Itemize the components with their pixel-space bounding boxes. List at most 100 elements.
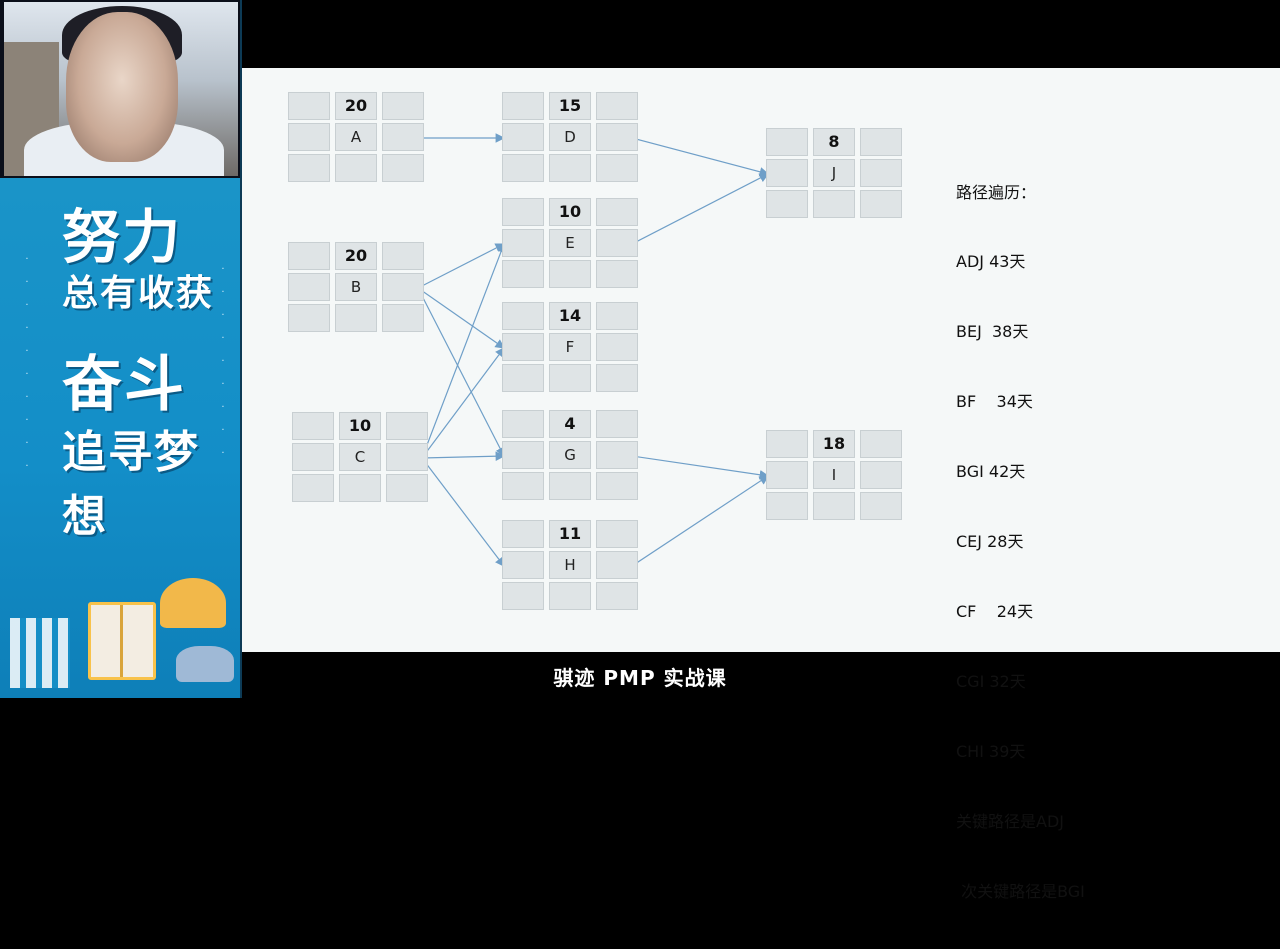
node-cell [549, 472, 591, 500]
dependency-arrows [417, 133, 770, 567]
node-cell [549, 441, 591, 469]
node-cell [386, 443, 428, 471]
node-cell [860, 190, 902, 218]
node-duration: 20 [344, 96, 368, 115]
node-cell [596, 410, 638, 438]
decorative-vertical-text-left: ·········· [25, 254, 29, 472]
node-cell [549, 551, 591, 579]
node-cell [596, 123, 638, 151]
node-cell [288, 123, 330, 151]
node-cell [292, 474, 334, 502]
node-cell [766, 128, 808, 156]
node-cell [335, 273, 377, 301]
slogan-harvest: 总有收获 [62, 272, 215, 314]
node-cell [766, 190, 808, 218]
node-cell [549, 410, 591, 438]
node-cell [549, 364, 591, 392]
decorative-blocks [10, 618, 70, 688]
path-line: CHI 39天 [956, 741, 1026, 761]
node-cell [549, 229, 591, 257]
node-cell [502, 92, 544, 120]
node-label: F [565, 338, 575, 356]
node-cell [596, 364, 638, 392]
path-line: CF 24天 [956, 601, 1034, 621]
path-line: BGI 42天 [956, 462, 1026, 482]
node-label: G [564, 446, 576, 464]
node-cell [502, 441, 544, 469]
slogan-strive: 奋斗 [62, 350, 186, 420]
node-duration: 4 [564, 414, 576, 433]
panel-divider [240, 0, 242, 698]
node-cell [549, 92, 591, 120]
node-cell [549, 260, 591, 288]
node-label: I [831, 466, 837, 484]
node-cell [813, 159, 855, 187]
node-cell [502, 123, 544, 151]
node-cell [813, 190, 855, 218]
node-cell [335, 304, 377, 332]
path-line: CEJ 28天 [956, 532, 1024, 552]
node-cell [502, 364, 544, 392]
path-line: ADJ 43天 [956, 252, 1026, 272]
webcam-video [4, 2, 238, 176]
node-cell [502, 198, 544, 226]
node-cell [596, 92, 638, 120]
node-duration: 11 [558, 524, 582, 543]
path-analysis: 路径遍历： ADJ 43天 BEJ 38天 BF 34天 BGI 42天 CEJ… [956, 134, 1176, 949]
node-cell [502, 472, 544, 500]
decorative-vertical-text-right: ········· [221, 264, 225, 459]
node-cell [502, 551, 544, 579]
node-cell [335, 242, 377, 270]
node-cell [596, 472, 638, 500]
book-illustration [88, 602, 156, 680]
node-cell [502, 333, 544, 361]
node-cell [596, 260, 638, 288]
node-cell [549, 302, 591, 330]
node-label: A [350, 128, 362, 146]
node-cell [549, 582, 591, 610]
node-cell [766, 492, 808, 520]
node-cell [382, 242, 424, 270]
node-cell [860, 128, 902, 156]
node-cell [766, 461, 808, 489]
arrow-c-to-f [421, 347, 505, 459]
sub-critical-path: 次关键路径是BGI [956, 881, 1085, 901]
node-cell [288, 154, 330, 182]
node-duration: 14 [558, 306, 582, 325]
node-cell [335, 154, 377, 182]
node-cell [335, 92, 377, 120]
node-label: D [564, 128, 576, 146]
node-cell [288, 242, 330, 270]
node-cell [766, 159, 808, 187]
node-cell [813, 492, 855, 520]
node-cell [813, 128, 855, 156]
lamp-illustration [160, 578, 226, 628]
node-label: J [831, 164, 837, 182]
node-cell [382, 123, 424, 151]
node-cell [292, 412, 334, 440]
node-cell [382, 92, 424, 120]
critical-path: 关键路径是ADJ [956, 811, 1064, 831]
node-cell [596, 154, 638, 182]
node-cell [339, 443, 381, 471]
node-cell [386, 412, 428, 440]
node-cell [502, 154, 544, 182]
node-duration: 8 [828, 132, 840, 151]
node-cell [292, 443, 334, 471]
arrow-b-to-f [417, 287, 505, 349]
arrow-h-to-i [631, 475, 770, 567]
node-cell [382, 154, 424, 182]
node-cell [860, 159, 902, 187]
arrow-c-to-g [421, 451, 506, 462]
slogan-dream: 追寻梦想 [62, 427, 200, 542]
node-cell [596, 551, 638, 579]
node-duration: 18 [822, 434, 846, 453]
node-duration: 10 [558, 202, 582, 221]
